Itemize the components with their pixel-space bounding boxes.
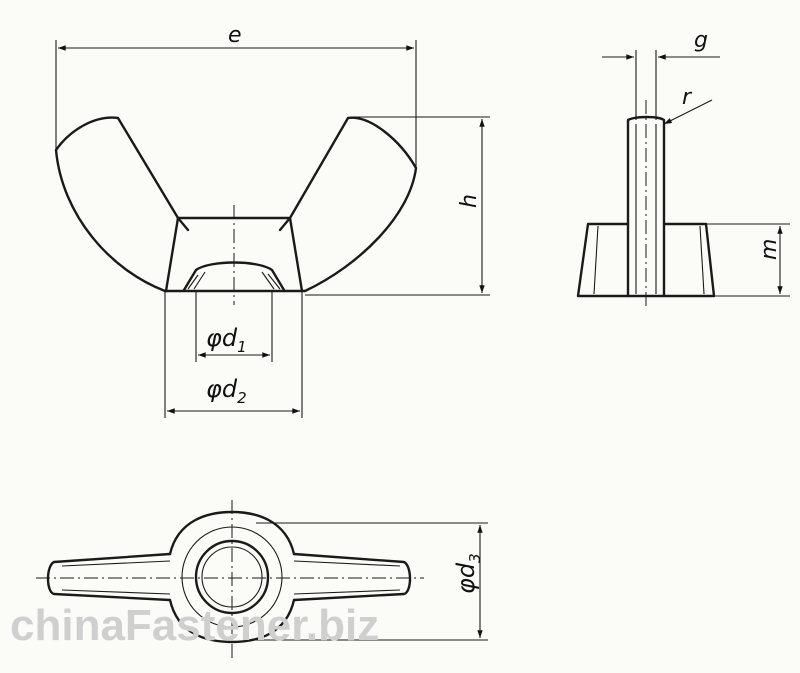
body-left-side: [164, 216, 180, 293]
right-wing-outline: [278, 116, 418, 293]
top-left-wing: [46, 552, 172, 602]
label-d1-sub: 1: [237, 338, 247, 356]
body-right-side: [288, 216, 304, 293]
label-d2-base: φd: [206, 375, 238, 403]
label-d2-sub: 2: [237, 389, 247, 407]
label-e: e: [228, 23, 242, 48]
label-r: r: [682, 85, 693, 110]
label-d3-base: φd: [452, 562, 480, 594]
label-m: m: [757, 239, 782, 260]
side-base-inner-right: [699, 225, 705, 295]
side-wing: [626, 115, 666, 298]
label-d1-base: φd: [206, 324, 238, 352]
top-hole: [194, 539, 270, 615]
label-g: g: [694, 28, 708, 53]
top-wing-inner: [61, 560, 401, 595]
r-leader: [663, 99, 713, 125]
label-d3-sub: 3: [466, 553, 484, 563]
left-wing-outline: [54, 116, 190, 293]
front-view: e h φd1 φd2: [54, 23, 490, 418]
label-d2: φd2: [206, 375, 247, 407]
side-wing-inner: [635, 124, 657, 294]
label-h: h: [457, 194, 482, 208]
top-view: φd3: [36, 500, 488, 658]
side-base-inner-left: [593, 225, 599, 295]
side-base: [576, 222, 716, 298]
top-right-wing: [292, 552, 412, 602]
label-d1: φd1: [206, 324, 247, 356]
top-boss-outline-bottom: [168, 598, 296, 644]
watermark-text: chinaFastener.biz: [10, 601, 379, 650]
side-view: g r m: [576, 28, 790, 308]
thread-hatch: [187, 271, 281, 290]
label-d3: φd3: [452, 553, 484, 594]
